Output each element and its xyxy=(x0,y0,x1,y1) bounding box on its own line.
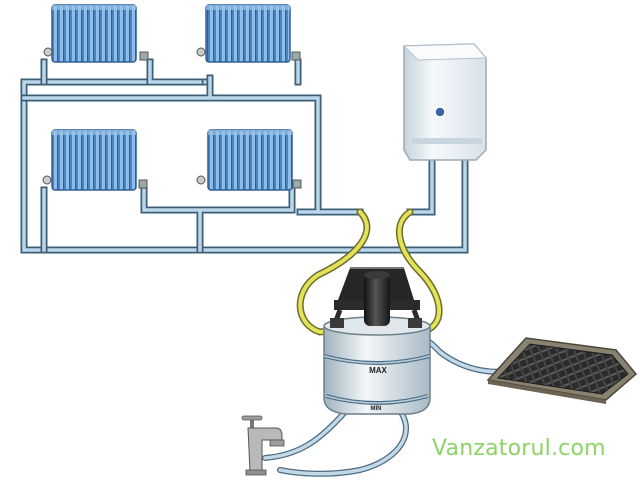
drain-grate-icon xyxy=(486,337,638,404)
water-tap-icon xyxy=(241,415,285,476)
radiator-top-left xyxy=(43,4,149,63)
pump-max-label: MAX xyxy=(369,366,387,375)
radiator-icon xyxy=(196,4,301,63)
boiler xyxy=(402,43,488,161)
radiator-icon xyxy=(42,129,148,191)
boiler-icon xyxy=(402,43,488,161)
pipe-network xyxy=(20,58,469,254)
radiator-bottom-left xyxy=(42,129,148,191)
watermark-text: Vanzatorul.com xyxy=(432,436,606,461)
radiator-top-right xyxy=(196,4,301,63)
radiator-icon xyxy=(196,129,302,191)
flushing-pump: MAX MIN xyxy=(322,267,432,415)
flushing-hoses xyxy=(296,208,443,336)
flushing-pump-icon: MAX MIN xyxy=(322,267,432,415)
radiator-bottom-right xyxy=(196,129,302,191)
radiator-icon xyxy=(43,4,149,63)
water-tap xyxy=(241,415,285,476)
drain-grate xyxy=(486,337,638,404)
pump-min-label: MIN xyxy=(371,406,382,412)
